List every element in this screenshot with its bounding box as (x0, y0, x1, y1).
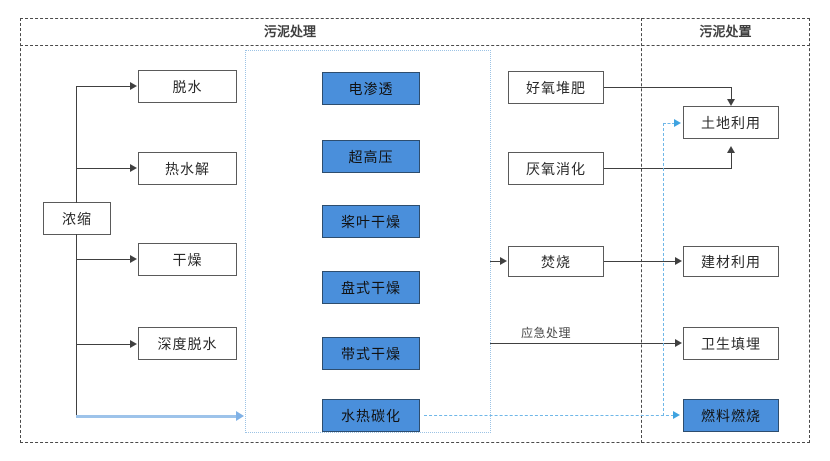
dashed-line-branch-to-landuse-v (663, 123, 664, 416)
node-hydrothermal-carbonization[interactable]: 水热碳化 (322, 399, 420, 432)
line-incineration-to-building-material (604, 261, 675, 263)
arrow-to-thermal-hydrolysis (130, 164, 137, 172)
lane-title-treatment: 污泥处理 (263, 24, 316, 39)
node-ultra-high-pressure[interactable]: 超高压 (322, 140, 420, 173)
line-composting-to-landuse-h (604, 87, 732, 89)
line-emergency-to-landfill (490, 343, 675, 345)
arrow-branch-to-landuse (674, 119, 681, 127)
node-thermal-hydrolysis[interactable]: 热水解 (138, 152, 237, 185)
arrow-incineration-to-building-material (675, 257, 682, 265)
arrow-composting-to-landuse (727, 99, 735, 106)
branch-line-drying (76, 259, 130, 261)
lane-title-disposal: 污泥处置 (699, 24, 752, 39)
node-land-use[interactable]: 土地利用 (683, 106, 779, 139)
dashed-line-hydrothermal-to-fuel (424, 415, 674, 416)
trunk-line-upper (76, 86, 78, 203)
branch-line-deep-dewatering (76, 344, 130, 346)
line-composting-to-landuse-v (731, 87, 733, 99)
node-dewatering[interactable]: 脱水 (138, 70, 237, 103)
line-digestion-to-landuse-v (731, 153, 733, 169)
arrow-emergency-to-landfill (675, 339, 682, 347)
node-thickening[interactable]: 浓缩 (43, 202, 111, 235)
arrow-hydrothermal-to-fuel (673, 411, 680, 419)
node-sanitary-landfill[interactable]: 卫生填埋 (683, 327, 779, 360)
arrow-to-drying (130, 255, 137, 263)
arrow-into-incineration (500, 257, 507, 265)
technology-group-container (245, 50, 491, 433)
edge-label-emergency-treatment: 应急处理 (521, 326, 572, 340)
branch-line-thermal-hydrolysis (76, 168, 130, 170)
node-drying[interactable]: 干燥 (138, 243, 237, 276)
line-into-incineration (490, 261, 502, 263)
arrow-digestion-to-landuse (727, 146, 735, 153)
arrow-to-dewatering (130, 82, 137, 90)
trunk-line-lower (76, 234, 78, 418)
node-building-material-use[interactable]: 建材利用 (683, 246, 779, 277)
node-belt-drying[interactable]: 带式干燥 (322, 337, 420, 370)
node-incineration[interactable]: 焚烧 (508, 246, 604, 277)
node-aerobic-composting[interactable]: 好氧堆肥 (508, 71, 604, 104)
arrow-to-technology-group (236, 411, 244, 421)
node-fuel-combustion[interactable]: 燃料燃烧 (683, 399, 779, 432)
line-digestion-to-landuse-h (604, 168, 732, 170)
arrow-to-deep-dewatering (130, 340, 137, 348)
swimlane-vertical-divider (641, 18, 642, 443)
node-disc-drying[interactable]: 盘式干燥 (322, 271, 420, 304)
node-paddle-drying[interactable]: 桨叶干燥 (322, 205, 420, 238)
branch-line-dewatering (76, 86, 130, 88)
node-deep-dewatering[interactable]: 深度脱水 (138, 327, 237, 360)
line-to-technology-group (76, 415, 236, 418)
node-electro-osmosis[interactable]: 电渗透 (322, 72, 420, 105)
swimlane-outer-frame (20, 18, 810, 443)
dashed-line-branch-to-landuse-h (663, 123, 675, 124)
node-anaerobic-digestion[interactable]: 厌氧消化 (508, 152, 604, 185)
swimlane-header-separator (20, 45, 810, 46)
